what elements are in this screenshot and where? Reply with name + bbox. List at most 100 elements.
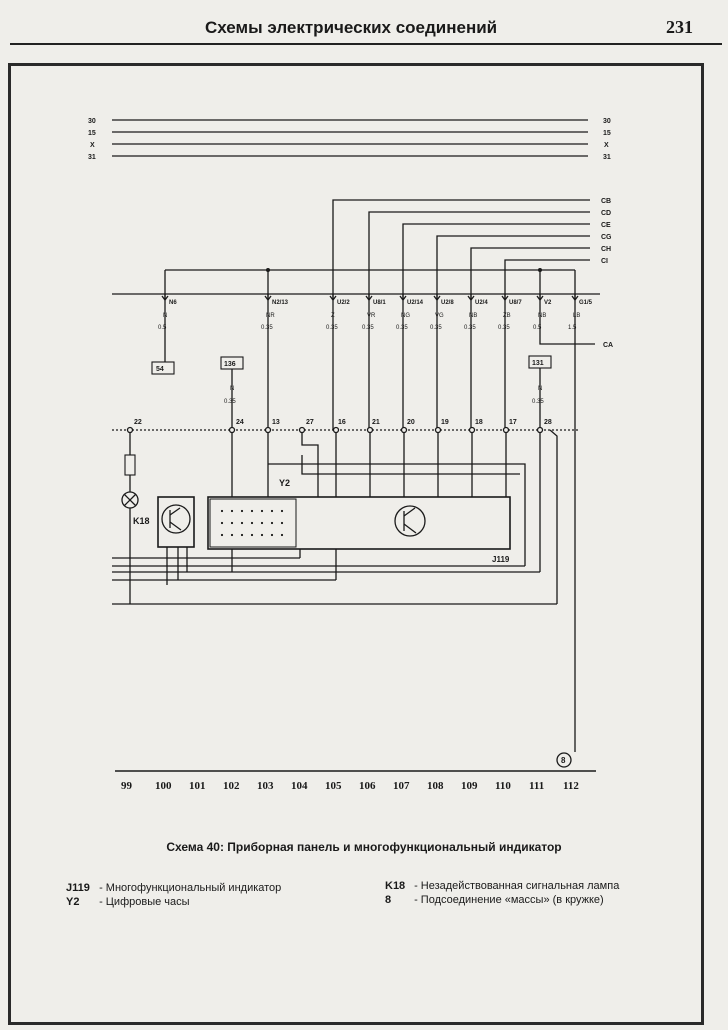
- display-dot: [220, 509, 224, 513]
- connector-arrow: [161, 295, 169, 302]
- signal-line-cg: [436, 235, 590, 298]
- page-title: Схемы электрических соединений: [205, 18, 498, 37]
- legend-code: Y2: [66, 896, 80, 908]
- connector-arrow: [536, 295, 544, 302]
- pin-circle: [468, 426, 476, 434]
- signal-label-ce: CE: [601, 222, 611, 229]
- pin-circle: [536, 426, 544, 434]
- wire-size-label: 0.5: [533, 325, 542, 331]
- display-dot: [250, 521, 254, 525]
- display-dot: [240, 533, 244, 537]
- display-dot-matrix: [220, 509, 284, 537]
- page-header: Схемы электрических соединений 231: [0, 0, 728, 45]
- bus-label-left-31: 31: [88, 154, 96, 161]
- connector-arrow: [365, 295, 373, 302]
- display-dot: [280, 521, 284, 525]
- wire-size-label: 0.35: [430, 325, 442, 331]
- legend-code: 8: [385, 894, 392, 906]
- y2-label: Y2: [279, 478, 290, 488]
- ref-wire-color-136: N: [230, 386, 234, 392]
- wire-color-label: NB: [469, 313, 477, 319]
- bus-label-right-30: 30: [603, 118, 611, 125]
- display-dot: [280, 509, 284, 513]
- cell-number: 112: [563, 780, 579, 792]
- bus-label-left-15: 15: [88, 130, 96, 137]
- signal-label-cg: CG: [601, 234, 612, 241]
- pin-circle: [264, 426, 272, 434]
- legend-item: J119 - Многофункциональный индикатор: [66, 881, 281, 895]
- display-dot: [240, 509, 244, 513]
- junction-dot: [266, 268, 270, 272]
- wire-color-label: NR: [266, 313, 275, 319]
- cell-number: 109: [461, 780, 478, 792]
- display-dot: [260, 521, 264, 525]
- wire-size-label: 0.35: [362, 325, 374, 331]
- ca-label: CA: [603, 342, 613, 349]
- bus-drops: [164, 270, 576, 298]
- wire-color-label: N: [163, 313, 167, 319]
- bus-label-right-15: 15: [603, 130, 611, 137]
- pin-circle: [332, 426, 340, 434]
- page-number: 231: [666, 17, 693, 37]
- signal-label-ci: CI: [601, 258, 608, 265]
- indicator-wiring: [231, 429, 558, 604]
- wire-size-label: 0.35: [498, 325, 510, 331]
- signal-line-cd: [368, 211, 590, 298]
- legend-code: K18: [385, 880, 406, 892]
- wire-color-label: ZB: [503, 313, 511, 319]
- display-dot: [230, 509, 234, 513]
- wire: [301, 432, 319, 497]
- cell-number: 106: [359, 780, 376, 792]
- signal-label-cb: CB: [601, 198, 611, 205]
- wire-color-label: LB: [573, 313, 580, 319]
- pin-label: 28: [544, 419, 552, 426]
- junction-dot: [538, 268, 542, 272]
- clock-y2-body: [157, 496, 195, 548]
- legend-text: - Подсоединение «массы» (в кружке): [414, 894, 604, 906]
- ref-wire-size-131: 0.35: [532, 399, 544, 405]
- connector-label: U2/14: [407, 300, 424, 306]
- clock-transistor-c: [169, 507, 181, 516]
- cell-number: 100: [155, 780, 172, 792]
- ref-wire-size-136: 0.35: [224, 399, 236, 405]
- diagram-frame: [8, 63, 704, 1025]
- legend-text: - Многофункциональный индикатор: [99, 882, 282, 894]
- pin-label: 21: [372, 419, 380, 426]
- signal-line-ci: [504, 259, 590, 298]
- pin-circle: [434, 426, 442, 434]
- fuse-symbol: [124, 454, 136, 476]
- pin-circle: [126, 426, 134, 434]
- connector-arrow: [467, 295, 475, 302]
- connector-label: N6: [169, 300, 177, 306]
- display-dot: [260, 509, 264, 513]
- bus-lines: [112, 119, 588, 157]
- connector-columns: N6N0.5N2/13NR0.35U2/2Z0.35U8/1VR0.35U2/1…: [158, 294, 593, 430]
- ref-box-131-label: 131: [532, 360, 544, 367]
- connector-arrow: [501, 295, 509, 302]
- lamp-cross-2: [123, 493, 137, 507]
- legend-code: J119: [66, 882, 90, 894]
- pin-label: 19: [441, 419, 449, 426]
- cell-number: 110: [495, 780, 511, 792]
- j119-label: J119: [492, 555, 510, 564]
- connector-label: N2/13: [272, 300, 289, 306]
- display-dot: [270, 533, 274, 537]
- bus-label-left-x: X: [90, 142, 95, 149]
- bus-label-right-31: 31: [603, 154, 611, 161]
- header-rule: [10, 43, 722, 45]
- ref-box-54: [151, 361, 175, 375]
- wire-color-label: NG: [401, 313, 410, 319]
- clock-transistor-e: [169, 521, 182, 531]
- display-dot: [250, 509, 254, 513]
- ground-marker-circle: [556, 752, 572, 768]
- pin-label: 13: [272, 419, 280, 426]
- pin-label: 20: [407, 419, 415, 426]
- bus-label-left-30: 30: [88, 118, 96, 125]
- pin-circle: [366, 426, 374, 434]
- display-dot: [230, 533, 234, 537]
- ref-box-54-label: 54: [156, 366, 164, 373]
- indicator-display: [209, 498, 297, 548]
- legend-text: - Незадействованная сигнальная лампа: [414, 880, 620, 892]
- ref-wire-color-131: N: [538, 386, 542, 392]
